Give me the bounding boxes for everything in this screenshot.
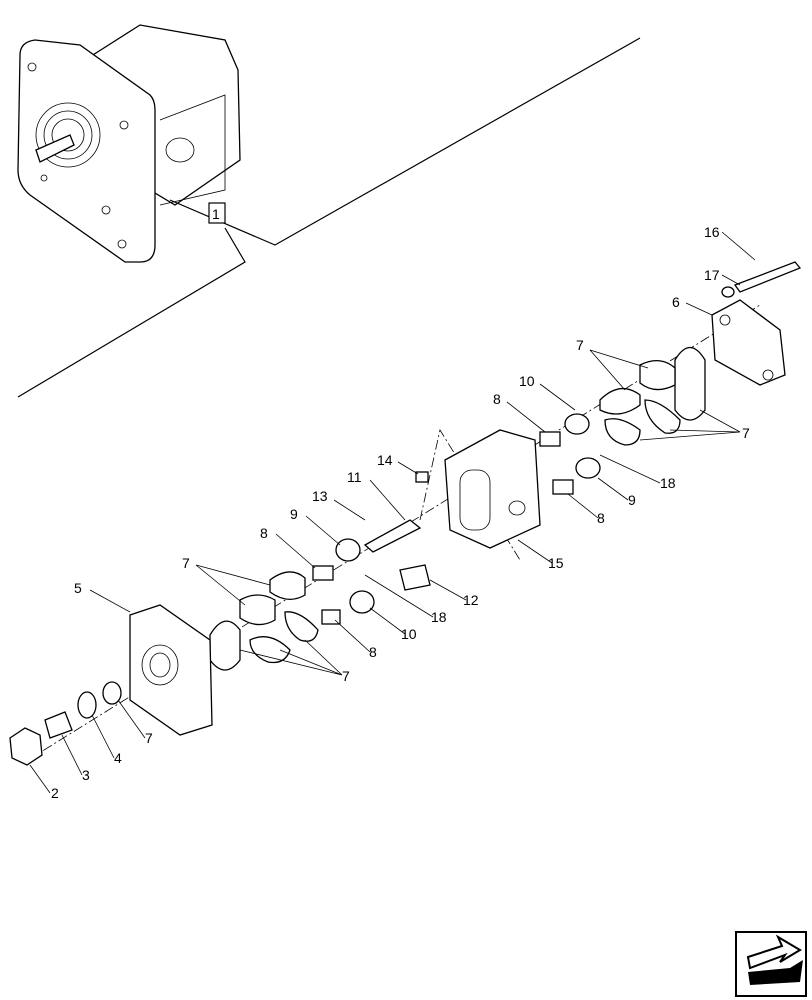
- callout-3: 3: [82, 767, 90, 783]
- callout-10: 10: [401, 626, 417, 642]
- callout-8: 8: [260, 525, 268, 541]
- callout-9: 9: [290, 506, 298, 522]
- callout-5: 5: [74, 580, 82, 596]
- assembled-pump: [17, 24, 241, 263]
- callout-15: 15: [548, 555, 564, 571]
- callout-17: 17: [704, 267, 720, 283]
- assembly-callout-box: 1: [208, 202, 226, 224]
- callout-7: 7: [576, 337, 584, 353]
- callout-10: 10: [519, 373, 535, 389]
- callout-13: 13: [312, 488, 328, 504]
- callout-18: 18: [660, 475, 676, 491]
- callout-7: 7: [742, 425, 750, 441]
- callout-7: 7: [182, 555, 190, 571]
- front-flange: [129, 604, 213, 736]
- callout-7: 7: [342, 668, 350, 684]
- svg-text:1: 1: [212, 206, 220, 222]
- callout-6: 6: [672, 294, 680, 310]
- callout-8: 8: [597, 510, 605, 526]
- callout-8: 8: [493, 391, 501, 407]
- callout-11: 11: [347, 469, 362, 485]
- callout-7: 7: [145, 730, 153, 746]
- pump-housing: [444, 429, 541, 549]
- arrow-previous-icon[interactable]: [735, 931, 807, 997]
- callout-8: 8: [369, 644, 377, 660]
- callout-2: 2: [51, 785, 59, 801]
- callout-9: 9: [628, 492, 636, 508]
- callout-16: 16: [704, 224, 720, 240]
- callout-4: 4: [114, 750, 122, 766]
- callout-12: 12: [463, 592, 479, 608]
- rear-cover: [711, 261, 802, 386]
- callout-14: 14: [377, 452, 393, 468]
- callout-18: 18: [431, 609, 447, 625]
